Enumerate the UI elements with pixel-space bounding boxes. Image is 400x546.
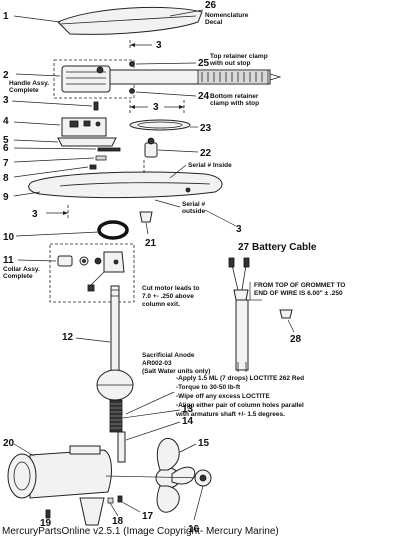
- part-number-3-left: 3: [3, 95, 9, 106]
- collar-assy-label-2: Complete: [3, 273, 33, 280]
- cut-leads-note-2: 7.0 +- .250 above: [142, 293, 194, 300]
- loctite-note-3: -Wipe off any excess LOCTITE: [176, 393, 271, 400]
- shaft-collar-part: [129, 119, 198, 131]
- bracket-part: [117, 421, 181, 463]
- part-number-8: 8: [3, 173, 9, 184]
- anode-label-2: AR002-03: [142, 360, 172, 367]
- part-number-12: 12: [62, 332, 74, 343]
- lower-housing-part: [13, 160, 223, 199]
- loctite-note-5: with armature shaft +/- 1.5 degrees.: [175, 411, 285, 418]
- plug-part: [139, 211, 153, 235]
- screw-small-part: [45, 509, 51, 519]
- handle-assy-label-2: Complete: [9, 87, 39, 94]
- part-number-16: 16: [188, 524, 200, 535]
- loctite-note-4: -Align either pair of column holes paral…: [176, 402, 304, 409]
- cut-leads-note-3: column exit.: [142, 301, 180, 308]
- part-number-3: 3: [156, 40, 162, 51]
- part-number-7: 7: [3, 158, 9, 169]
- threaded-coupling-part: [109, 399, 181, 433]
- dimension-arrow-middle: [129, 100, 185, 115]
- serial-outside-label-2: outside: [182, 208, 205, 215]
- o-ring-part: [15, 220, 129, 240]
- part-number-1: 1: [3, 11, 9, 22]
- collar-assy-label: Collar Assy.: [3, 266, 40, 273]
- part-number-10: 10: [3, 232, 15, 243]
- loctite-note-2: -Torque to 30-50 lb-ft: [176, 384, 241, 391]
- washer-small-part: [107, 497, 119, 517]
- sacrificial-anode-part: [96, 369, 134, 401]
- bottom-clamp-label-2: clamp with stop: [210, 100, 259, 107]
- copyright-footer: MercuryPartsOnline v2.5.1 (Image Copyrig…: [2, 526, 279, 537]
- control-board-part: [13, 117, 107, 137]
- part-number-19: 19: [40, 518, 52, 529]
- anode-label-3: (Salt Water units only): [142, 368, 210, 375]
- part-number-3-right: 3: [236, 224, 242, 235]
- battery-cable-part: [228, 257, 262, 372]
- propeller-part: [155, 437, 197, 513]
- part-number-23: 23: [200, 123, 212, 134]
- nomenclature-decal-label-2: Decal: [205, 19, 223, 26]
- cut-leads-note: Cut motor leads to: [142, 285, 199, 292]
- part-number-24: 24: [198, 91, 210, 102]
- base-plate-part: [13, 137, 117, 147]
- part-number-6: 6: [3, 143, 9, 154]
- nomenclature-decal-label: Nomenclature: [205, 12, 249, 19]
- handle-assy-label: Handle Assy.: [9, 80, 49, 87]
- switch-part: [144, 137, 199, 158]
- grommet-note: FROM TOP OF GROMMET TO: [254, 282, 345, 289]
- part-number-3-lower: 3: [32, 209, 38, 220]
- part-number-17: 17: [142, 511, 154, 522]
- top-clamp-label-2: with out stop: [209, 60, 250, 67]
- part-number-11: 11: [3, 255, 14, 266]
- serial-outside-label: Serial #: [182, 201, 206, 208]
- top-cover-part: [13, 6, 203, 35]
- dimension-arrow: [129, 40, 152, 50]
- battery-cable-title: Battery Cable: [252, 242, 317, 253]
- handle-assembly-part: [15, 59, 282, 99]
- part-number-13: 13: [182, 404, 194, 415]
- part-number-15: 15: [198, 438, 210, 449]
- top-clamp-label: Top retainer clamp: [210, 53, 268, 60]
- grommet-part: [279, 309, 295, 333]
- grommet-note-2: END OF WIRE IS 6.00" ± .250: [254, 290, 343, 297]
- loctite-note-1: -Apply 1.5 ML (7 drops) LOCTITE 262 Red: [176, 375, 304, 382]
- bolt-part: [13, 147, 121, 152]
- part-number-9: 9: [3, 192, 9, 203]
- part-number-20: 20: [3, 438, 15, 449]
- part-number-25: 25: [198, 58, 210, 69]
- part-number-14: 14: [182, 416, 194, 427]
- part-number-21: 21: [145, 238, 157, 249]
- part-number-18: 18: [112, 516, 124, 527]
- prop-pin-part: [117, 495, 141, 513]
- part-number-3-mid: 3: [153, 102, 159, 113]
- serial-inside-label: Serial # Inside: [188, 162, 232, 169]
- dimension-arrow-lower: [46, 205, 69, 220]
- part-number-27: 27: [238, 242, 250, 253]
- part-number-26: 26: [205, 0, 217, 11]
- anode-label: Sacrificial Anode: [142, 352, 195, 359]
- part-number-5: 5: [3, 135, 9, 146]
- screw-part: [93, 101, 99, 111]
- trolling-motor-part: [7, 443, 112, 526]
- part-number-28: 28: [290, 334, 302, 345]
- part-number-22: 22: [200, 148, 212, 159]
- part-number-4: 4: [3, 116, 9, 127]
- collar-assembly-part: [17, 243, 135, 303]
- part-number-2: 2: [3, 70, 9, 81]
- bottom-clamp-label: Bottom retainer: [210, 93, 259, 100]
- prop-nut-part: [193, 469, 212, 521]
- nut-part: [13, 164, 97, 178]
- washer-part: [13, 155, 107, 163]
